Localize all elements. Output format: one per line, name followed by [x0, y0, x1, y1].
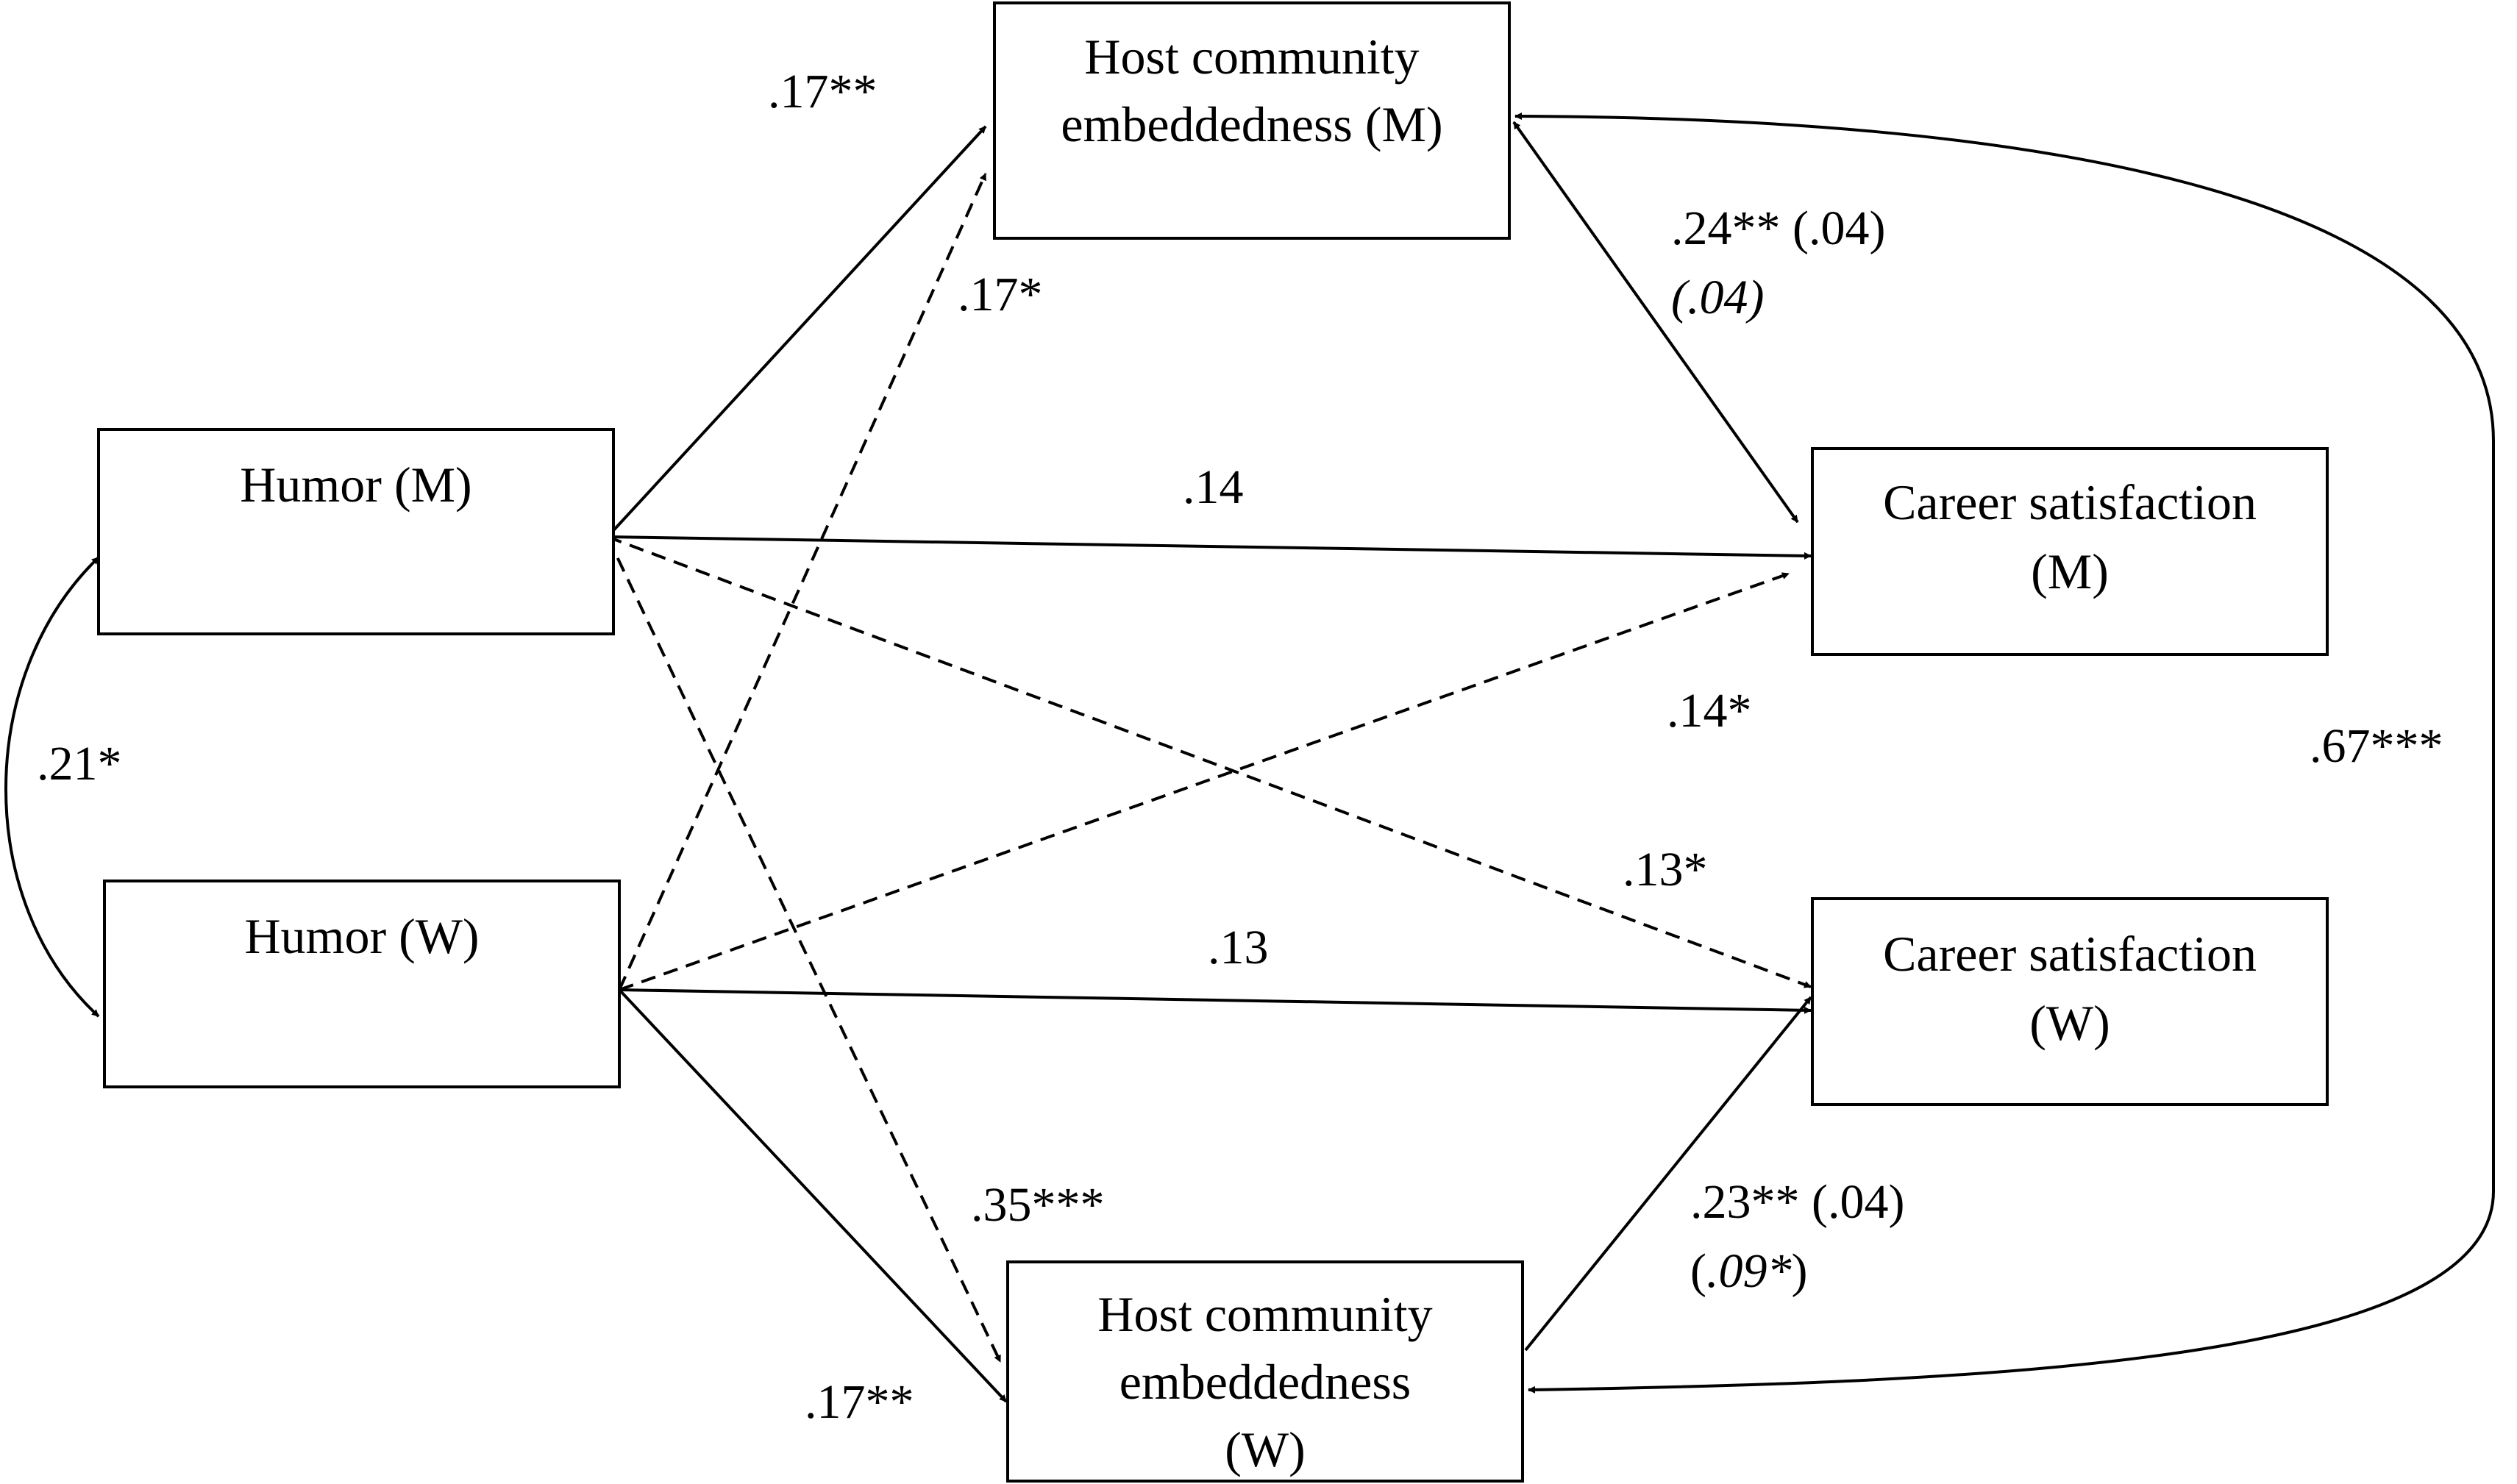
node-humor-m: Humor (M) [97, 428, 615, 635]
edge-humor-w-to-career-m [619, 572, 1790, 991]
edge-humor-m-to-career-m [607, 535, 1812, 560]
node-career-satisfaction-m: Career satisfaction (M) [1811, 447, 2329, 656]
coefficient-labels: .17** .17* .24** (.04) (.04) .14 .14* .1… [37, 65, 2443, 1429]
node-host-w-line2: embeddedness [1119, 1354, 1411, 1410]
node-career-w-line1: Career satisfaction [1883, 926, 2257, 982]
coef-humor-m-to-career-w: .13* [1623, 843, 1708, 896]
coef-humor-correlation: .21* [37, 737, 122, 791]
coef-humor-w-to-career-w: .13 [1208, 921, 1269, 974]
edges [4, 113, 2495, 1403]
coef-host-w-to-career-w-second: (.09*) [1690, 1244, 1807, 1298]
node-host-community-embeddedness-m: Host community embeddedness (M) [993, 1, 1511, 240]
edge-humor-m-to-host-m [606, 125, 987, 538]
node-host-w-line1: Host community [1097, 1286, 1432, 1342]
node-host-m-line2: embeddedness (M) [1061, 96, 1442, 152]
coef-humor-w-to-host-m: .17* [958, 268, 1043, 321]
node-career-w-line2: (W) [2029, 995, 2110, 1051]
node-career-m-line2: (M) [2031, 543, 2109, 599]
coef-humor-m-to-host-w: .35*** [971, 1178, 1105, 1232]
node-host-m-line1: Host community [1084, 29, 1419, 85]
node-host-w-line3: (W) [1225, 1421, 1305, 1477]
coef-humor-w-to-host-w: .17** [805, 1375, 914, 1429]
coef-humor-m-to-host-m: .17** [768, 65, 877, 118]
coef-host-m-to-career-m: .24** (.04) [1671, 201, 1885, 255]
coef-host-w-to-career-w-italic: .09* [1706, 1244, 1792, 1298]
coef-host-correlation: .67*** [2310, 719, 2443, 773]
coef-humor-m-to-career-m: .14 [1183, 460, 1244, 514]
node-humor-w: Humor (W) [103, 880, 621, 1088]
edge-humor-w-to-career-w [619, 988, 1812, 1014]
coef-host-m-to-career-m-italic: (.04) [1671, 271, 1764, 324]
edge-humor-correlation [4, 556, 100, 1018]
coef-host-w-paren-open: ( [1690, 1244, 1706, 1298]
coef-host-w-paren-close: ) [1791, 1244, 1807, 1298]
edge-host-correlation [1514, 113, 2495, 1394]
node-humor-m-label: Humor (M) [240, 457, 471, 513]
edge-humor-w-to-host-m [618, 173, 987, 991]
node-host-community-embeddedness-w: Host community embeddedness (W) [1006, 1260, 1524, 1483]
coef-host-w-to-career-w: .23** (.04) [1690, 1175, 1904, 1229]
node-humor-w-label: Humor (W) [244, 908, 479, 964]
edge-host-m-to-career-m [1512, 121, 1799, 524]
edge-host-w-to-career-w [1524, 996, 1812, 1352]
edge-humor-w-to-host-w [618, 988, 1008, 1403]
node-career-satisfaction-w: Career satisfaction (W) [1811, 897, 2329, 1106]
edge-humor-m-to-host-w [606, 536, 1002, 1363]
coef-humor-w-to-career-m: .14* [1667, 684, 1752, 738]
node-career-m-line1: Career satisfaction [1883, 474, 2257, 530]
edge-humor-m-to-career-w [607, 535, 1812, 988]
